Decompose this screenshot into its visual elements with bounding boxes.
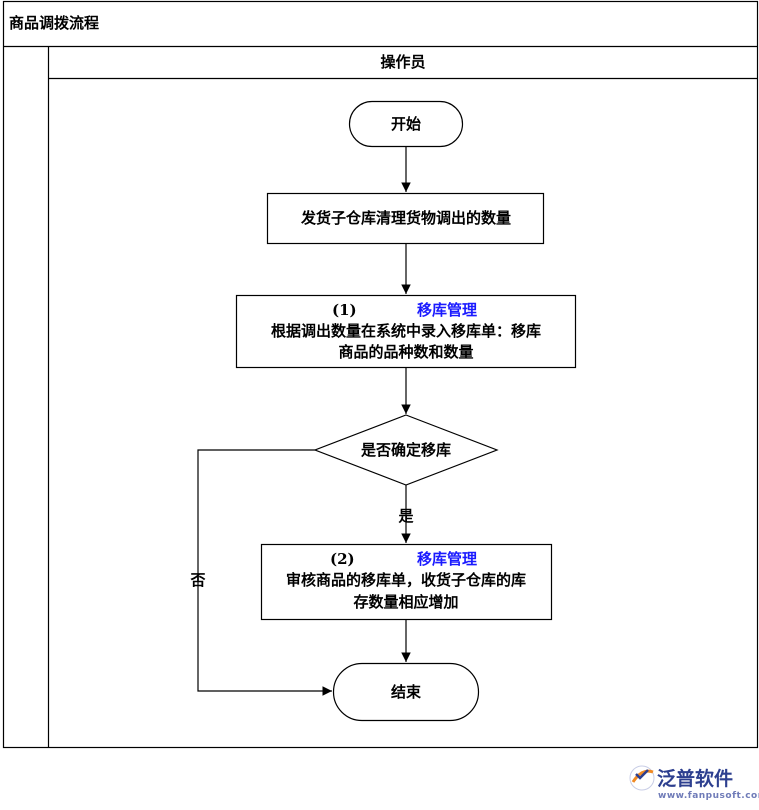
- step2-process-box: [235, 294, 577, 369]
- fanpu-logo: 泛普软件 www.fanpusoft.com: [629, 765, 759, 801]
- logo-globe-icon: [629, 765, 655, 791]
- step3-line2: 存数量相应增加: [353, 593, 458, 611]
- logo-url-text: www.fanpusoft.com: [658, 791, 759, 801]
- start-node-label: 开始: [391, 115, 421, 133]
- end-node: [332, 662, 480, 722]
- step3-process-box: [260, 543, 553, 621]
- yes-label: 是: [397, 507, 414, 525]
- step3-number: (2): [330, 550, 355, 568]
- logo-check-icon: [635, 769, 649, 780]
- step3-line1: 审核商品的移库单，收货子仓库的库: [286, 571, 526, 589]
- diagram-title: 商品调拨流程: [9, 14, 99, 32]
- step2-line2: 商品的品种数和数量: [338, 343, 473, 361]
- step2-link-move-management[interactable]: 移库管理: [417, 301, 477, 319]
- step1-label: 发货子仓库清理货物调出的数量: [300, 209, 511, 227]
- outer-frame: [2, 0, 759, 749]
- arrow-decision-no: [197, 449, 332, 696]
- lane-header-operator: 操作员: [380, 53, 425, 71]
- logo-brand-text: 泛普软件: [657, 767, 733, 790]
- step3-link-move-management[interactable]: 移库管理: [417, 550, 477, 568]
- no-label: 否: [189, 571, 205, 589]
- step1-process-box: [266, 192, 545, 245]
- step2-number: (1): [332, 301, 357, 319]
- start-node: [348, 100, 464, 148]
- decision-label: 是否确定移库: [360, 441, 451, 459]
- end-node-label: 结束: [391, 683, 422, 701]
- logo-swoosh-icon: [631, 769, 654, 783]
- step2-line1: 根据调出数量在系统中录入移库单：移库: [271, 322, 541, 340]
